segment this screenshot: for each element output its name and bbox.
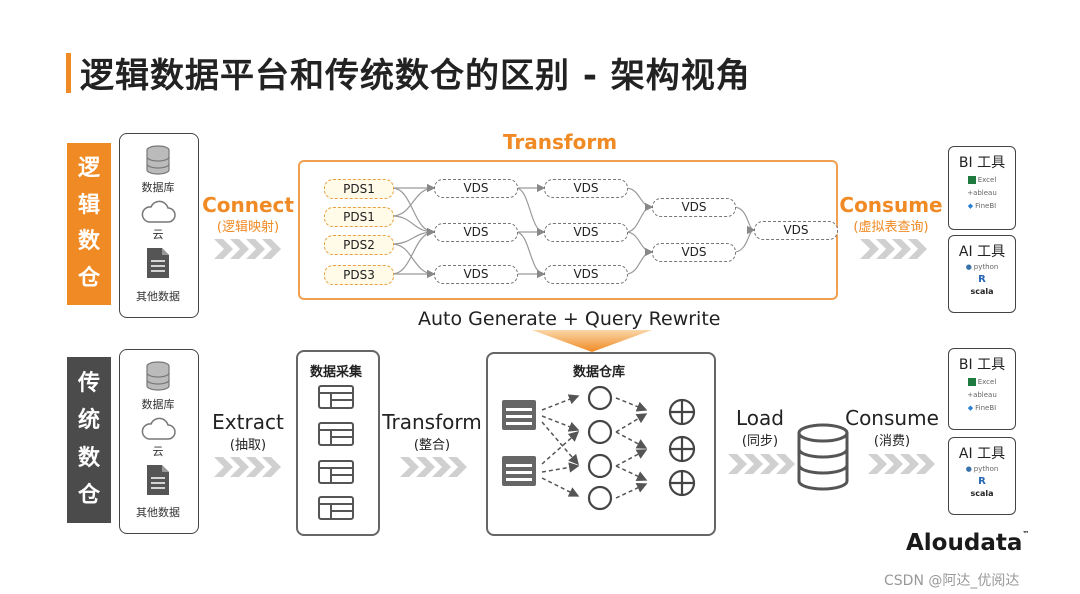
python-logo: ●python xyxy=(965,465,999,473)
load-label: Load xyxy=(736,406,784,430)
finebi-logo: ◆FineBI xyxy=(967,404,997,412)
warehouse-flow-graphic xyxy=(502,385,696,511)
pds-node: PDS2 xyxy=(324,235,394,255)
table-icons xyxy=(318,385,354,520)
document-icon xyxy=(119,464,197,496)
vds-node: VDS xyxy=(544,223,628,242)
extract-label: Extract xyxy=(212,410,284,434)
connect-label: Connect xyxy=(202,193,294,217)
bi-tools-title: BI 工具 xyxy=(958,155,1006,171)
transform-sublabel: (整合) xyxy=(413,438,451,453)
title-accent-bar xyxy=(66,53,71,93)
database-label: 数据库 xyxy=(141,398,175,411)
chevron-arrows-icon xyxy=(400,457,468,477)
logical-warehouse-tag: 逻 辑 数 仓 xyxy=(67,143,111,305)
tag-char: 传 xyxy=(77,370,100,396)
database-cylinder-icon xyxy=(797,423,849,491)
other-data-label: 其他数据 xyxy=(136,290,180,303)
cloud-icon xyxy=(119,200,197,224)
vds-node: VDS xyxy=(434,179,518,198)
other-data-label: 其他数据 xyxy=(136,506,180,519)
consume-sublabel: (虚拟表查询) xyxy=(853,220,929,235)
tag-char: 数 xyxy=(77,445,100,471)
bi-tools-title: BI 工具 xyxy=(958,357,1006,373)
ai-tools-box: AI 工具 ●python R scala xyxy=(948,437,1016,515)
pds-node: PDS3 xyxy=(324,265,394,285)
database-icon xyxy=(119,361,197,391)
tag-char: 仓 xyxy=(77,266,100,292)
tableau-logo: +ableau xyxy=(967,391,997,399)
pds-node: PDS1 xyxy=(324,179,394,199)
finebi-logo: ◆FineBI xyxy=(967,202,997,210)
pds-node: PDS1 xyxy=(324,207,394,227)
scala-logo: scala xyxy=(970,287,994,296)
connect-sublabel: (逻辑映射) xyxy=(216,220,280,235)
data-collection-title: 数据采集 xyxy=(309,365,362,380)
consume-label: Consume xyxy=(845,406,939,430)
traditional-warehouse-tag: 传 统 数 仓 xyxy=(67,357,111,523)
vds-node: VDS xyxy=(434,223,518,242)
chevron-arrows-icon xyxy=(860,239,928,259)
tag-char: 逻 xyxy=(77,155,100,181)
auto-generate-label: Auto Generate + Query Rewrite xyxy=(418,308,721,330)
chevron-arrows-icon xyxy=(214,457,282,477)
ai-tools-title: AI 工具 xyxy=(958,244,1006,260)
bi-tools-box: BI 工具 Excel +ableau ◆FineBI xyxy=(948,348,1016,430)
consume-sublabel: (消费) xyxy=(873,434,911,449)
tag-char: 统 xyxy=(77,408,100,434)
page-title: 逻辑数据平台和传统数仓的区别 - 架构视角 xyxy=(80,56,751,96)
scala-logo: scala xyxy=(970,489,994,498)
vds-node: VDS xyxy=(544,265,628,284)
excel-logo: Excel xyxy=(949,378,1015,386)
database-label: 数据库 xyxy=(141,181,175,194)
tag-char: 仓 xyxy=(77,483,100,509)
aloudata-logo: Aloudata™ xyxy=(906,530,1030,556)
down-arrow-icon xyxy=(532,330,652,352)
csdn-watermark: CSDN @阿达_优阅达 xyxy=(884,573,1020,589)
extract-sublabel: (抽取) xyxy=(229,438,267,453)
consume-label: Consume xyxy=(839,193,943,217)
vds-node: VDS xyxy=(754,221,838,240)
document-icon xyxy=(119,247,197,279)
tableau-logo: +ableau xyxy=(967,189,997,197)
vds-node: VDS xyxy=(544,179,628,198)
tag-char: 数 xyxy=(77,229,100,255)
excel-logo: Excel xyxy=(949,176,1015,184)
database-icon xyxy=(119,145,197,175)
tag-char: 辑 xyxy=(77,192,100,218)
vds-node: VDS xyxy=(652,243,736,262)
chevron-arrows-icon xyxy=(728,454,796,474)
r-logo: R xyxy=(978,274,986,285)
chevron-arrows-icon xyxy=(214,239,282,259)
cloud-label: 云 xyxy=(152,445,164,458)
ai-tools-box: AI 工具 ●python R scala xyxy=(948,235,1016,313)
transform-heading: Transform xyxy=(502,130,618,154)
vds-node: VDS xyxy=(434,265,518,284)
bi-tools-box: BI 工具 Excel +ableau ◆FineBI xyxy=(948,146,1016,230)
cloud-icon xyxy=(119,417,197,441)
ai-tools-title: AI 工具 xyxy=(958,446,1006,462)
transform-label: Transform xyxy=(382,410,482,434)
cloud-label: 云 xyxy=(152,228,164,241)
vds-node: VDS xyxy=(652,198,736,217)
r-logo: R xyxy=(978,476,986,487)
chevron-arrows-icon xyxy=(868,454,936,474)
lineage-connectors xyxy=(391,183,756,279)
python-logo: ●python xyxy=(965,263,999,271)
load-sublabel: (同步) xyxy=(741,434,779,449)
data-warehouse-title: 数据仓库 xyxy=(572,365,625,380)
